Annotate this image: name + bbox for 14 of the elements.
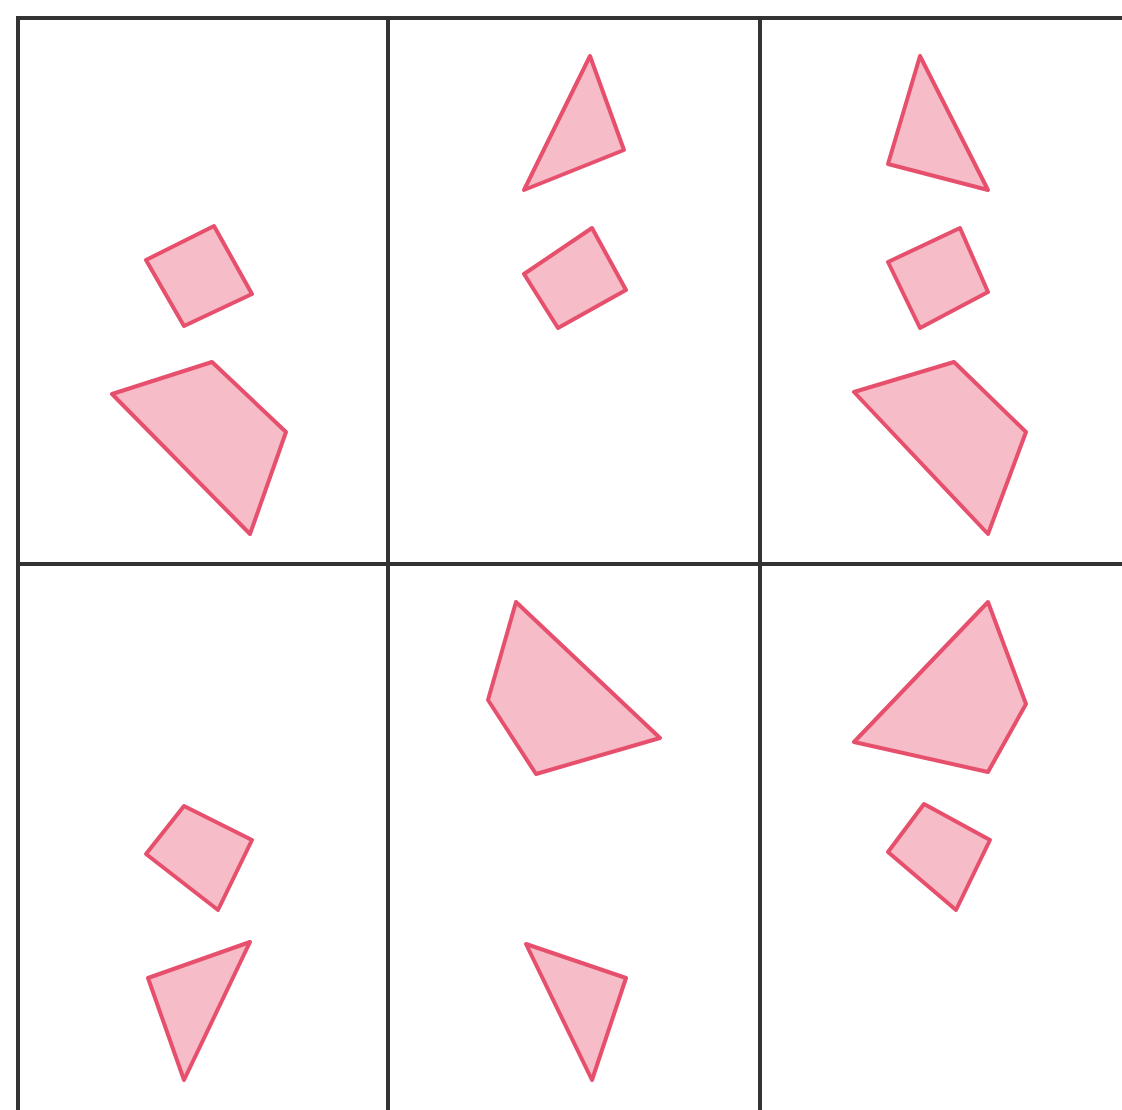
quadrilateral-shape: [854, 362, 1026, 534]
quadrilateral-shape: [488, 602, 660, 774]
triangle-shape: [148, 942, 250, 1080]
triangle-shape: [524, 56, 624, 190]
quadrilateral-shape: [112, 362, 286, 534]
grid-cell: [16, 562, 386, 1110]
grid-cell: [758, 562, 1122, 1110]
grid-cell: [386, 16, 758, 562]
grid-cell: [386, 562, 758, 1110]
quadrilateral-shape: [854, 602, 1026, 772]
grid-cell: [16, 16, 386, 562]
triangle-shape: [526, 944, 626, 1080]
grid-cell: [758, 16, 1122, 562]
triangle-shape: [888, 56, 988, 190]
